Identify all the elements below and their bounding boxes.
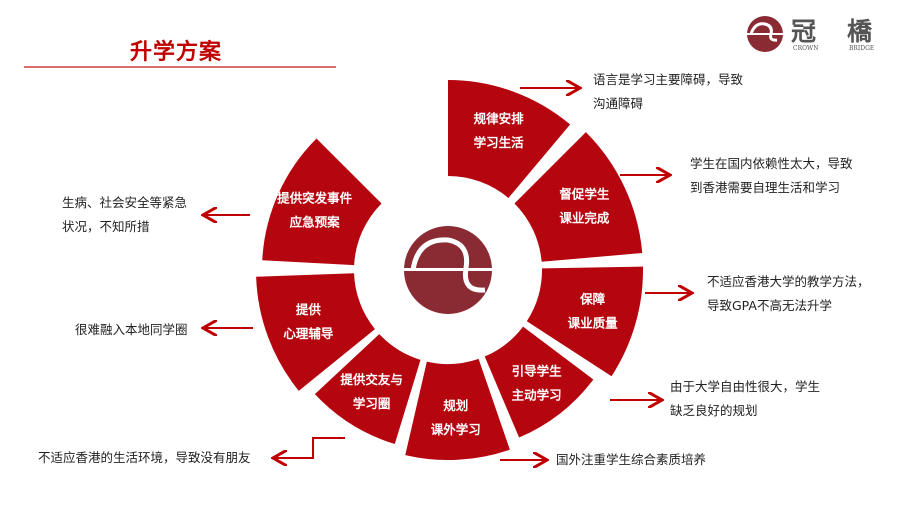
segment-label: 引导学生 [512, 363, 563, 378]
segment-label: 学习圈 [353, 396, 391, 411]
crown-bridge-logo: 冠 橋 CROWN BRIDGE [745, 12, 895, 57]
title-underline [24, 66, 336, 68]
arrow-icon [275, 437, 345, 458]
segment-label: 课业完成 [559, 210, 610, 225]
note-dependence: 学生在国内依赖性太大，导致 到香港需要自理生活和学习 [690, 156, 853, 195]
logo-text-cn-1: 冠 [791, 17, 817, 46]
segment-label: 课业质量 [568, 315, 619, 330]
note-no-friends: 不适应香港的生活环境，导致没有朋友 [38, 450, 251, 465]
segment-label: 心理辅导 [283, 326, 334, 341]
note-language: 语言是学习主要障碍，导致 沟通障碍 [593, 72, 744, 111]
segment-shape [262, 138, 382, 266]
logo-text-en-2: BRIDGE [849, 45, 875, 52]
segment-shape [526, 266, 643, 377]
segment-label: 学习生活 [474, 135, 525, 150]
segment-shape [314, 334, 421, 445]
segment-label: 规律安排 [474, 111, 525, 126]
segment-label: 主动学习 [512, 387, 562, 402]
segment-label: 保障 [579, 291, 606, 306]
segment-shape [514, 132, 643, 262]
note-planning: 由于大学自由性很大，学生 缺乏良好的规划 [670, 379, 821, 418]
segment-label: 规划 [443, 398, 468, 413]
page-title: 升学方案 [130, 40, 223, 65]
segment-label: 应急预案 [290, 215, 341, 230]
segment-label: 提供突发事件 [277, 191, 353, 206]
center-logo-icon [404, 226, 492, 314]
segment-shape [448, 80, 571, 198]
segment-shape [484, 326, 594, 438]
segment-label: 提供交友与 [340, 372, 403, 387]
note-teaching-method: 不适应香港大学的教学方法， 导致GPA不高无法升学 [707, 274, 870, 313]
note-emergency: 生病、社会安全等紧急 状况，不知所措 [62, 195, 188, 234]
note-overall-quality: 国外注重学生综合素质培养 [556, 452, 707, 467]
note-integration: 很难融入本地同学圈 [75, 322, 188, 337]
logo-text-cn-2: 橋 [847, 17, 873, 46]
segment-label: 督促学生 [559, 186, 610, 201]
segment-shape [256, 273, 375, 391]
segment-label: 提供 [296, 302, 322, 317]
segment-shape [405, 358, 510, 461]
segment-label: 课外学习 [431, 422, 481, 437]
logo-text-en-1: CROWN [793, 45, 819, 52]
logo-mark-icon [747, 16, 783, 52]
